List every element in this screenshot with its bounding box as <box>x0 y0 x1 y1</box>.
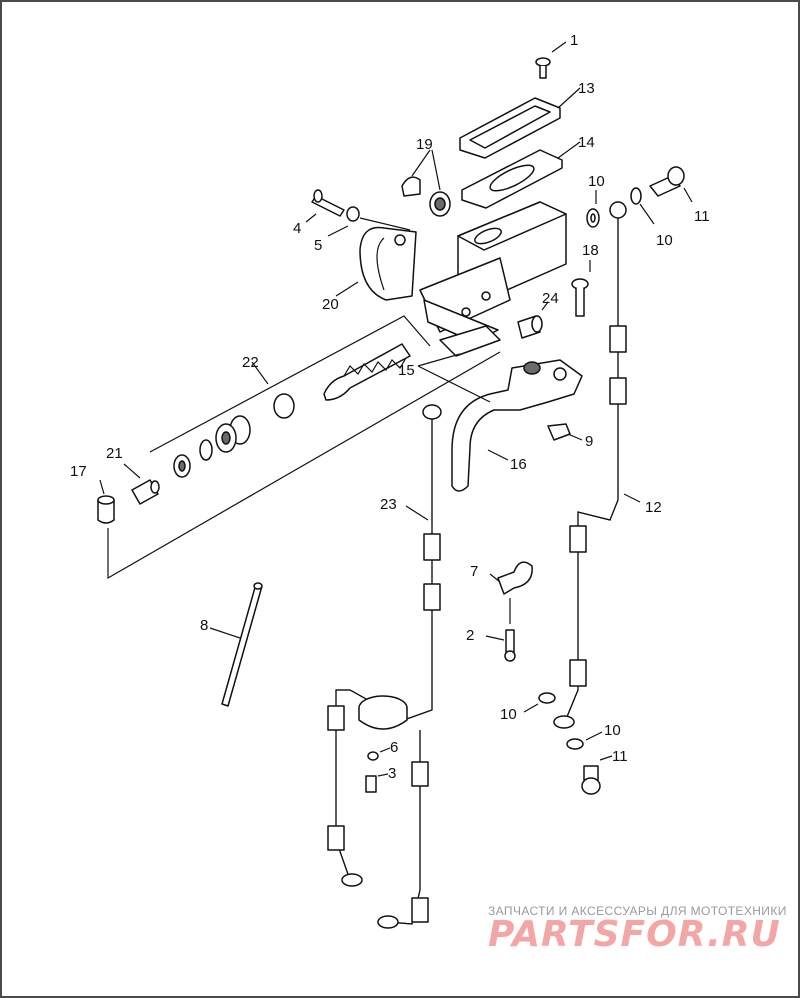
part-piston-assembly-22 <box>149 315 431 478</box>
callout-22: 22 <box>242 354 259 371</box>
part-brake-line-12 <box>553 201 641 729</box>
watermark-logo: PARTSFOR.RU <box>488 914 781 955</box>
part-bolt-11-top <box>630 166 693 225</box>
part-pin-18 <box>571 260 591 317</box>
part-bolt-11-lower <box>581 755 613 795</box>
callout-20: 20 <box>322 296 339 313</box>
part-washer-10-lower-b <box>566 731 603 750</box>
callout-12: 12 <box>645 499 662 516</box>
callout-18: 18 <box>582 242 599 259</box>
callout-4: 4 <box>293 220 301 237</box>
callout-13: 13 <box>578 80 595 97</box>
part-switch-21 <box>123 463 160 505</box>
watermark-caption: ЗАПЧАСТИ И АКСЕССУАРЫ ДЛЯ МОТОТЕХНИКИ <box>488 904 787 918</box>
callout-9: 9 <box>585 433 593 450</box>
callout-11-top: 11 <box>694 208 710 225</box>
part-cover-13 <box>459 87 581 159</box>
part-gasket-14 <box>461 141 581 209</box>
callout-24: 24 <box>542 290 559 307</box>
callout-10-lower-a: 10 <box>500 706 517 723</box>
callout-6: 6 <box>390 739 398 756</box>
part-bolt-4 <box>305 189 345 223</box>
callout-21: 21 <box>106 445 123 462</box>
part-screw-1 <box>535 41 567 79</box>
part-washer-10-lower-a <box>523 692 556 713</box>
callout-8: 8 <box>200 617 208 634</box>
callout-14: 14 <box>578 134 595 151</box>
part-brake-line-23 <box>327 404 442 929</box>
part-master-cylinder-body <box>419 201 567 357</box>
callout-17: 17 <box>70 463 87 480</box>
callout-11-lower: 11 <box>612 748 628 765</box>
callout-10-right: 10 <box>656 232 673 249</box>
part-clip-9 <box>547 423 583 441</box>
callout-3: 3 <box>388 765 396 782</box>
part-cap-17 <box>97 351 501 580</box>
callout-1: 1 <box>570 32 578 49</box>
callout-10-lower-b: 10 <box>604 722 621 739</box>
part-bushing-24 <box>517 301 549 339</box>
part-plug-19 <box>401 149 451 217</box>
callout-15: 15 <box>398 362 415 379</box>
part-tie-strap-8 <box>209 582 263 707</box>
callout-16: 16 <box>510 456 527 473</box>
callout-10-top: 10 <box>588 173 605 190</box>
callout-7: 7 <box>470 563 478 580</box>
leader-15 <box>417 353 491 403</box>
part-junction-block <box>358 695 408 793</box>
part-lever-16 <box>451 359 583 492</box>
part-washer-5 <box>327 206 411 237</box>
callout-23: 23 <box>380 496 397 513</box>
part-bolt-2 <box>485 598 516 662</box>
part-clamp-7 <box>489 561 533 595</box>
callout-2: 2 <box>466 627 474 644</box>
part-washer-10-top <box>586 190 600 228</box>
callout-19: 19 <box>416 136 433 153</box>
part-clamp-20 <box>335 226 417 301</box>
callout-5: 5 <box>314 237 322 254</box>
